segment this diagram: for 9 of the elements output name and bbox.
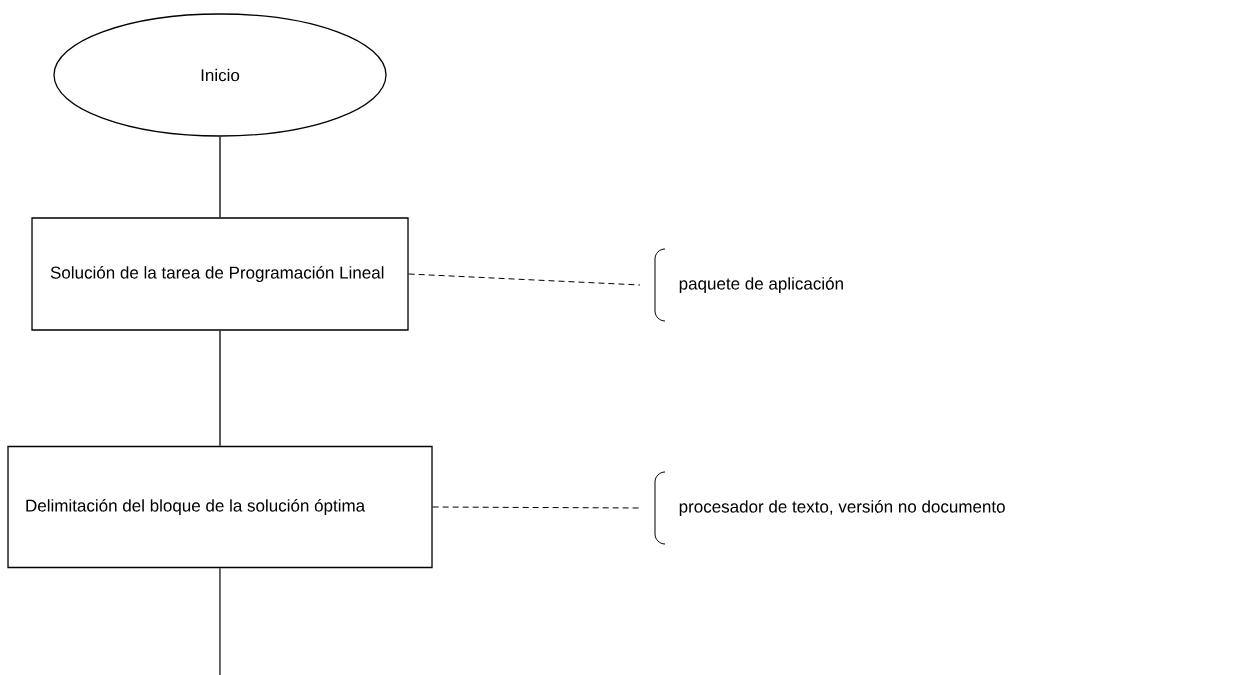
bracket-note: paquete de aplicación — [654, 248, 843, 322]
connector-line — [219, 136, 221, 218]
process-box: Delimitación del bloque de la solución óptima — [7, 445, 433, 569]
dashed-connector — [432, 506, 641, 509]
connector-line — [219, 330, 221, 447]
connector-line — [219, 567, 221, 675]
process-box: Solución de la tarea de Programación Lineal — [31, 217, 409, 331]
dashed-connector — [408, 273, 641, 286]
bracket-note: procesador de texto, versión no documento — [654, 471, 1005, 545]
